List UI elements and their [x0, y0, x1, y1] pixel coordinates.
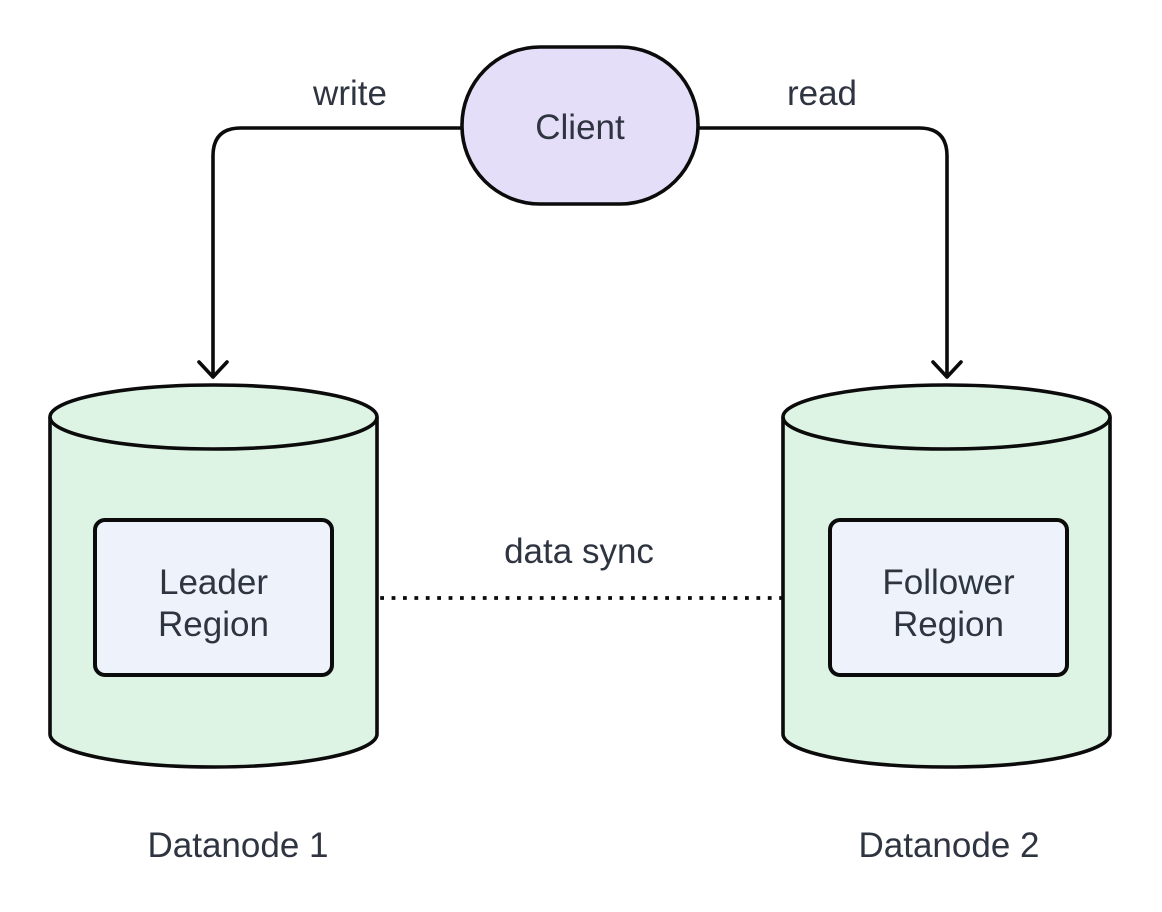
datanode2-cylinder-lid — [781, 416, 1112, 451]
edge-write-label: write — [312, 74, 387, 113]
client-label: Client — [535, 108, 625, 147]
edge-data-sync: data sync — [346, 532, 822, 614]
edge-read-line — [696, 126, 949, 376]
edge-write-line — [211, 126, 464, 376]
client-shape — [460, 45, 700, 206]
follower-region-label-line1: Follower — [882, 563, 1015, 602]
follower-region-label-line2: Region — [893, 605, 1004, 644]
datanode1-cylinder-lid — [48, 416, 379, 451]
edge-write: write — [197, 74, 464, 379]
datanode2-label: Datanode 2 — [859, 826, 1040, 865]
leader-region-label-line2: Region — [158, 605, 269, 644]
datanode1-node: Leader Region Datanode 1 — [48, 383, 379, 865]
client-node: Client — [460, 45, 700, 206]
leader-region-box — [93, 518, 334, 677]
datanode1-label: Datanode 1 — [148, 826, 329, 865]
datanode2-node: Follower Region Datanode 2 — [781, 383, 1112, 865]
edge-data-sync-label: data sync — [504, 532, 654, 571]
edge-read: read — [696, 74, 963, 379]
arrowhead-down-icon — [931, 360, 963, 379]
follower-region-box — [828, 518, 1069, 677]
edge-read-label: read — [787, 74, 857, 113]
leader-region-label-line1: Leader — [159, 563, 268, 602]
arrowhead-down-icon — [197, 360, 229, 379]
